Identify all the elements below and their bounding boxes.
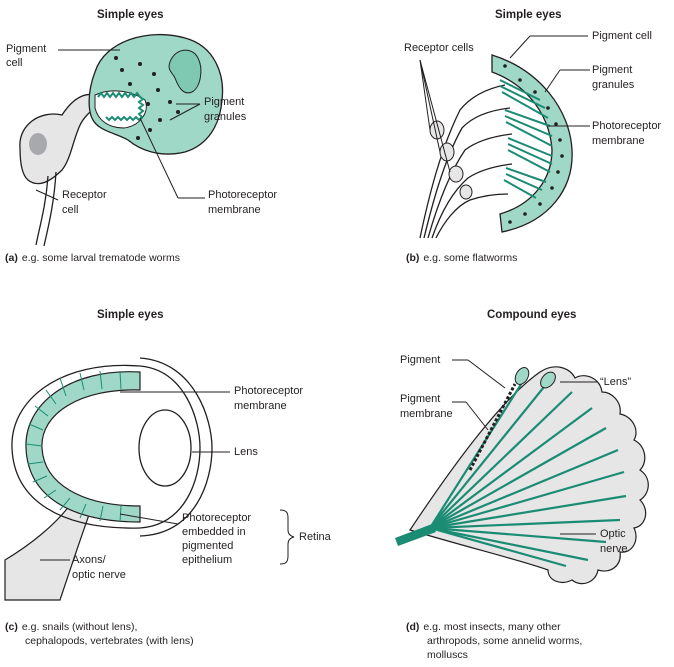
- caption-d-1: (d) e.g. most insects, many other: [406, 621, 561, 634]
- caption-d-text-1: e.g. most insects, many other: [423, 621, 560, 633]
- label-lens-c: Lens: [234, 446, 258, 459]
- caption-d-letter: (d): [406, 621, 419, 633]
- caption-c-1: (c) e.g. snails (without lens),: [5, 621, 137, 634]
- label-lens-d: “Lens”: [600, 376, 631, 389]
- label-pigment-cell-b: Pigment cell: [592, 30, 652, 43]
- label-pigment-membrane-d-1: Pigment: [400, 393, 440, 406]
- caption-c-text-2: cephalopods, vertebrates (with lens): [25, 635, 194, 648]
- caption-c-letter: (c): [5, 621, 18, 633]
- label-optic-nerve-d-1: Optic: [600, 528, 626, 541]
- label-photoreceptor-a-1: Photoreceptor: [208, 189, 277, 202]
- caption-b-letter: (b): [406, 252, 419, 264]
- label-pigment-granules-a-2: granules: [204, 111, 246, 124]
- retina-band: [26, 372, 140, 522]
- label-receptor-cells-b: Receptor cells: [404, 42, 474, 55]
- label-axons-1: Axons/: [72, 554, 106, 567]
- caption-a-letter: (a): [5, 252, 18, 264]
- panel-d-title: Compound eyes: [487, 309, 576, 322]
- lens-c: [139, 410, 191, 486]
- label-receptor-cell-a-2: cell: [62, 204, 79, 217]
- receptor-cell-nucleus: [29, 133, 47, 155]
- panel-a-figure: [20, 35, 223, 246]
- label-embedded-4: epithelium: [182, 554, 232, 567]
- label-photoreceptor-a-2: membrane: [208, 204, 261, 217]
- caption-a-text: e.g. some larval trematode worms: [22, 252, 180, 264]
- label-photoreceptor-c-2: membrane: [234, 400, 287, 413]
- label-pigment-cell-a-1: Pigment: [6, 43, 46, 56]
- receptor-cells-b: [420, 85, 512, 238]
- label-photoreceptor-b-2: membrane: [592, 135, 645, 148]
- label-pigment-d: Pigment: [400, 354, 440, 367]
- caption-c-text-1: e.g. snails (without lens),: [22, 621, 138, 633]
- label-embedded-1: Photoreceptor: [182, 512, 251, 525]
- label-pigment-membrane-d-2: membrane: [400, 408, 453, 421]
- retina-bracket: [280, 510, 294, 564]
- caption-b-text: e.g. some flatworms: [423, 252, 517, 264]
- label-axons-2: optic nerve: [72, 569, 126, 582]
- caption-d-text-2: arthropods, some annelid worms,: [427, 635, 582, 648]
- panel-b-figure: [420, 36, 590, 238]
- panel-b-title: Simple eyes: [495, 9, 561, 22]
- label-pigment-granules-b-1: Pigment: [592, 64, 632, 77]
- label-pigment-granules-b-2: granules: [592, 79, 634, 92]
- optic-nerve-c: [5, 505, 90, 600]
- label-embedded-2: embedded in: [182, 526, 246, 539]
- caption-d-text-3: molluscs: [427, 649, 468, 662]
- label-embedded-3: pigmented: [182, 540, 233, 553]
- caption-b: (b) e.g. some flatworms: [406, 252, 517, 265]
- label-optic-nerve-d-2: nerve: [600, 543, 628, 556]
- caption-a: (a) e.g. some larval trematode worms: [5, 252, 180, 265]
- label-pigment-cell-a-2: cell: [6, 57, 23, 70]
- panel-c-title: Simple eyes: [97, 309, 163, 322]
- panel-a-title: Simple eyes: [97, 9, 163, 22]
- label-pigment-granules-a-1: Pigment: [204, 96, 244, 109]
- label-receptor-cell-a-1: Receptor: [62, 189, 107, 202]
- label-photoreceptor-c-1: Photoreceptor: [234, 385, 303, 398]
- label-retina: Retina: [299, 531, 331, 544]
- label-photoreceptor-b-1: Photoreceptor: [592, 120, 661, 133]
